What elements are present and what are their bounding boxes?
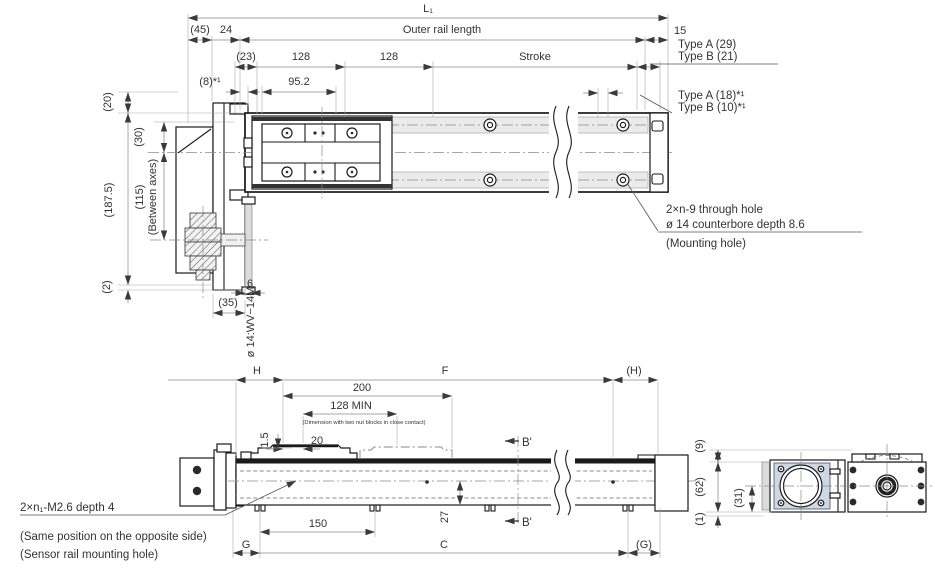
dim-23-label: (23) [236,51,256,63]
dim-8-label: (8)*¹ [199,76,221,88]
dim-c-label: C [440,539,448,551]
dim-62-label: (62) [694,477,706,497]
dim-95-2-label: 95.2 [288,76,309,88]
type-a-29-label: Type A (29) [678,39,736,51]
break-lines-side [551,449,575,516]
sensor-rail-holes [254,504,634,512]
grease-nipple [243,137,253,149]
side-view-dimensions: H F (H) 200 128 MIN (Dimension with two … [20,365,661,561]
sensor-note-line3: (Sensor rail mounting hole) [20,549,158,561]
dim-24-label: 24 [220,24,232,36]
end-view: (9) (62) (31) (1) [694,439,933,528]
dim-27-label: 27 [439,511,451,523]
dim-35-label: (35) [218,297,238,309]
side-motor-housing [179,443,244,511]
dim-128a-label: 128 [292,51,310,63]
dim-128b-label: 128 [380,51,398,63]
dim-150-label: 150 [309,518,327,530]
mounting-hole-note-line2: ø 14 counterbore depth 8.6 [666,219,805,231]
slide-carriage [243,107,393,198]
side-rail [228,454,700,512]
dim-stroke-label: Stroke [519,51,551,63]
dim-128min-label: 128 MIN [330,400,372,412]
mounting-hole-annotation: 2×n-9 through hole ø 14 counterbore dept… [626,182,862,250]
dim-200-label: 200 [353,382,371,394]
mounting-hole-note-line1: 2×n-9 through hole [666,204,763,216]
dim-g-paren-label: (G) [636,539,652,551]
clamp-ear-bottom [229,189,249,201]
dim-15-label: 15 [674,25,686,37]
sensor-note-line2: (Same position on the opposite side) [20,531,207,543]
dim-20b-label: 20 [311,435,323,447]
motor-housing [150,102,268,300]
sensor-note-line1: 2×n₁-M2.6 depth 4 [20,502,115,514]
motor-screw [192,465,202,475]
dim-g-label: G [242,539,251,551]
between-axes-label: (Between axes) [147,159,159,235]
dim-30-label: (30) [133,127,145,147]
dim-31-label: (31) [733,488,745,508]
dim-20-label: (20) [102,92,114,112]
dim-9-label: (9) [694,439,706,452]
section-b-top-label: B' [522,437,532,449]
top-view-plan [148,102,672,300]
dim-1-label: (1) [694,512,706,525]
dim-outer-rail-length-label: Outer rail length [403,24,481,36]
side-end-cap [654,454,689,512]
dim-187-5-label: (187.5) [103,183,115,218]
section-b-marks: B' B' [505,436,532,529]
mounting-hole-note-line3: (Mounting hole) [666,238,746,250]
dim-h-paren-label: (H) [626,365,641,377]
motor-screw [192,486,202,496]
rail-end-cap [649,112,669,193]
top-view-dimensions: L₁ (45) 24 Outer rail length 15 (23) 128… [101,3,862,357]
flange-bolt-holes [777,465,825,507]
type-a-18-label: Type A (18)*¹ [678,90,745,102]
shaft-diameter-label: ø 14:WV−14M [245,287,257,358]
break-lines-top [549,104,578,200]
dim-l1-label: L₁ [423,3,433,15]
dim-115-label: (115) [134,185,146,210]
dim-2-label: (2) [101,280,113,293]
dim-h-label: H [253,365,261,377]
dim-1-5-label: 1.5 [259,432,271,447]
dim-f-label: F [442,365,449,377]
type-b-21-label: Type B (21) [678,51,738,63]
clamp-ear-top [229,103,249,115]
carriage-screw-holes [281,127,358,178]
nut-block-note: (Dimension with two nut blocks in close … [302,420,425,426]
end-view-dimensions: (9) (62) (31) (1) [694,439,852,528]
dim-6-label: 6 [247,278,253,290]
phantom-nut-block [359,446,453,459]
type-b-10-label: Type B (10)*¹ [678,102,746,114]
section-b-bottom-label: B' [522,517,532,529]
sensor-rail-annotation: 2×n₁-M2.6 depth 4 (Same position on the … [20,480,297,561]
dim-45-label: (45) [190,24,210,36]
